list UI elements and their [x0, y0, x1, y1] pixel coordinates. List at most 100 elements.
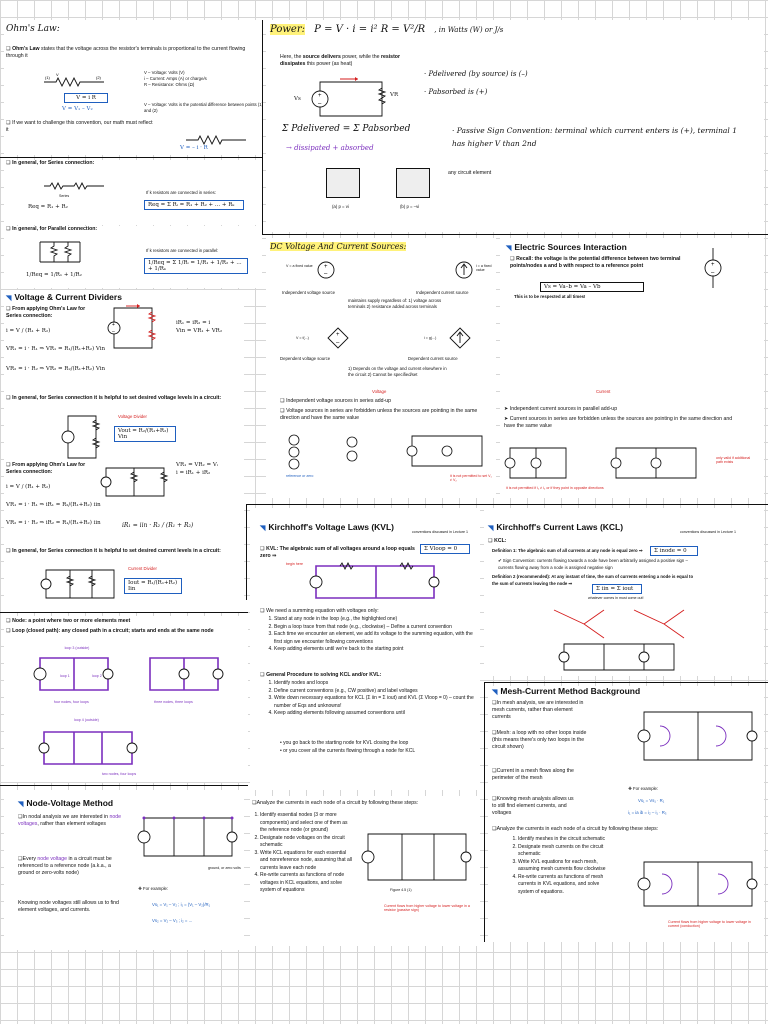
nodev-analyze: ❑Analyze the currents in each node of a … — [252, 800, 419, 806]
dividers-ir2: VR₂ = i · R₂ ⇒ iR₂ = R₁/(R₁+R₂) iin — [6, 520, 101, 526]
node-loop-panel: ❑ Node: a point where two or more elemen… — [4, 616, 248, 782]
kvl-step-3: Each time we encounter an element, we ad… — [274, 631, 474, 646]
series-label: Series — [59, 194, 70, 198]
kcl-eq1: Σ inode = 0 — [650, 546, 698, 556]
voltage-hdr: Voltage — [372, 389, 387, 394]
divider-kvl-top — [246, 504, 768, 505]
mesh-circuit-2 — [637, 861, 758, 907]
ind-i-label: Independent current source — [416, 290, 469, 295]
nodev-ground: ground, or zero volts — [208, 866, 241, 870]
power-desc: Here, the source delivers power, while t… — [280, 54, 400, 67]
series-title: ❑ In general, for Series connection: — [6, 160, 95, 166]
loop4o-label: loop 4 (outside) — [74, 718, 99, 722]
esi-title: ◥Electric Sources Interaction — [506, 242, 627, 252]
kvl-def: ❑ KVL: The algebraic sum of all voltages… — [260, 546, 415, 559]
power-circuit: +– — [311, 77, 387, 117]
parallel-current-circuits — [504, 447, 697, 479]
nodev-p3: Knowing node voltages still allows us to… — [18, 900, 119, 913]
ohms-eq-box: V = i R — [64, 93, 108, 103]
mesh-analyze: ❑Analyze the currents in each node of a … — [492, 826, 659, 832]
divider-mesh-top — [484, 682, 768, 683]
i-fixed: i = a fixed value — [476, 264, 492, 272]
nodev-for-example: ❖ For example: — [138, 886, 169, 891]
esi-source-icon: +– — [704, 248, 722, 288]
v-rule1: ❑ Independent voltage sources in series … — [280, 398, 392, 404]
svg-text:V: V — [56, 72, 59, 77]
divider-mesh-left — [484, 682, 485, 942]
kcl-label: ❑ KCL: — [488, 538, 507, 544]
series-resistors — [44, 181, 104, 191]
loop-circuit-1 — [33, 657, 114, 691]
dc-title: DC Voltage And Current Sources: — [270, 242, 407, 251]
loop3o-label: loop 3 (outside) — [64, 646, 90, 650]
node-voltage-title: ◥Node-Voltage Method — [18, 798, 114, 808]
dividers-title: ◥Voltage & Current Dividers — [6, 292, 122, 302]
series-voltage-circuits — [288, 434, 483, 470]
kvl-general: ❑ General Procedure to solving KCL and/o… — [260, 672, 382, 678]
mesh-step-3: Write KVL equations for each mesh, assum… — [518, 859, 612, 874]
kvl-step-4: Keep adding elements until we're back to… — [274, 646, 474, 654]
resistor-diagram-2 — [186, 134, 246, 146]
svg-text:–: – — [112, 329, 115, 335]
svg-text:+: + — [336, 332, 340, 338]
parallel-req: 1/Req = 1/R₁ + 1/R₂ — [26, 272, 82, 278]
dividers-panel: ◥Voltage & Current Dividers ❑ From apply… — [4, 290, 244, 612]
loop-circuit-3 — [38, 731, 138, 765]
dc-dep-desc: 1) Depends on the voltage and current el… — [348, 366, 447, 377]
parallel-k-label: If k resistors are connected in parallel… — [146, 248, 219, 253]
svg-text:+: + — [324, 264, 328, 270]
kvl-general-steps: Identify nodes and loops Define current … — [264, 680, 478, 718]
kcl-sign: ✔ Sign Convention: currents flowing towa… — [498, 558, 688, 570]
cdiv-label: Current Divider — [128, 566, 157, 571]
section-triangle-icon: ◥ — [260, 525, 266, 532]
voltage-divider-circuit-1: +– — [107, 304, 157, 349]
power-vs: Vs — [294, 96, 301, 102]
mesh-circuit-1 — [637, 711, 758, 761]
parallel-title: ❑ In general, for Parallel connection: — [6, 226, 98, 232]
power-element-a — [326, 168, 360, 198]
svg-text:(1): (1) — [45, 75, 51, 80]
voltage-divider-circuit-2 — [61, 415, 101, 459]
series-k-eq: Req = Σ Rᵢ = R₁ + R₂ + ... + Rₖ — [144, 200, 244, 210]
series-req: Req = R₁ + R₂ — [28, 204, 68, 210]
dep-voltage-source-icon: +– — [327, 327, 349, 349]
parallel-k-eq: 1/Req = Σ 1/Rᵢ = 1/R₁ + 1/R₂ + ... + 1/R… — [144, 258, 248, 274]
svg-text:–: – — [318, 101, 322, 107]
kvl-general-3: Write down necessary equations for KCL (… — [274, 695, 478, 710]
mesh-def: ❑Mesh: a loop with no other loops inside… — [492, 730, 587, 750]
c-rule1: ➤ Independent current sources in paralle… — [504, 406, 618, 412]
power-title: Power: P = V · i = i² R = V²/R , in Watt… — [270, 24, 504, 35]
dividers-par2: i = iR₁ + iR₂ — [176, 470, 211, 476]
loop-def: ❑ Loop (closed path): any closed path in… — [6, 628, 214, 634]
nodev-figure — [361, 833, 472, 881]
mesh-title: ◥Mesh-Current Method Background — [492, 686, 641, 696]
power-cap-a: (a) p = vi — [332, 204, 349, 209]
esi-respect: This is to be respected at all times! — [514, 294, 586, 299]
two-nodes-label: two nodes, four loops — [102, 772, 137, 776]
ind-v-label: Independent voltage source — [282, 290, 336, 295]
not-permitted-2: it is not permitted if i₁ ≠ i₂ or if the… — [506, 486, 604, 490]
kvl-conv: conventions discussed in Lecture 1 — [412, 530, 468, 534]
v-f: V = f(...) — [296, 336, 309, 340]
power-element-b — [396, 168, 430, 198]
kcl-whatever: whatever comes in must come out! — [588, 596, 644, 600]
kvl-panel: ◥Kirchhoff's Voltage Laws (KVL) conventi… — [250, 508, 480, 790]
mesh-step-2: Designate mesh currents on the circuit s… — [518, 844, 612, 859]
power-delivered: · Pdelivered (by source) is (–) — [424, 70, 528, 78]
divider-series — [0, 157, 262, 158]
section-triangle-icon: ◥ — [492, 689, 498, 696]
dividers-i-eq: i = V / (R₁ + R₂) — [6, 328, 51, 334]
c-rule2: ➤ Current sources in series are forbidde… — [504, 416, 733, 429]
dividers-hand-ir: iR₁ = iin · R₂ / (R₁ + R₂) — [122, 522, 194, 529]
mesh-step-4: Re-write currents as functions of mesh c… — [518, 874, 612, 897]
power-any-element: any circuit element — [448, 170, 492, 176]
kvl-step-1: Stand at any node in the loop (e.g., the… — [274, 616, 474, 624]
nodev-step-4: Re-write currents as functions of node v… — [260, 872, 354, 895]
svg-text:–: – — [711, 270, 715, 276]
esi-eq: Vs = Va–b = Va – Vb — [540, 282, 644, 292]
mesh-note: Current flows from higher voltage to low… — [668, 920, 751, 928]
svg-text:+: + — [318, 93, 322, 99]
kvl-begin: begin here — [286, 562, 303, 566]
kvl-sub-a: • you go back to the starting node for K… — [280, 740, 409, 746]
resistor-diagram-1: V(1)(2) — [44, 72, 104, 88]
